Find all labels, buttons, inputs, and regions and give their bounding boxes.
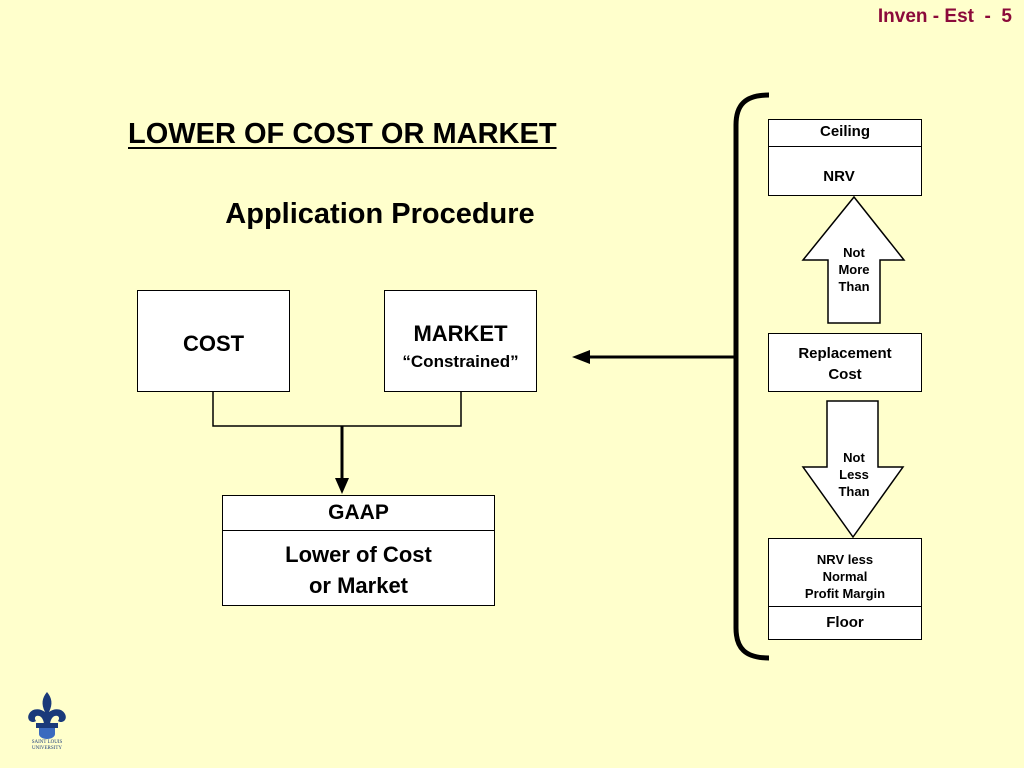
university-logo: SAINT LOUIS UNIVERSITY bbox=[24, 690, 70, 752]
fleur-de-lis-icon bbox=[28, 692, 66, 739]
ceiling-box: Ceiling NRV bbox=[768, 119, 922, 196]
slide-number: Inven - Est - 5 bbox=[877, 6, 1012, 27]
gaap-header: GAAP bbox=[223, 496, 494, 531]
replacement-line-2: Cost bbox=[828, 366, 862, 383]
floor-line-1: NRV less bbox=[816, 552, 874, 567]
gaap-line-2: or Market bbox=[308, 573, 409, 598]
not-less-than-line-3: Than bbox=[838, 484, 870, 499]
not-less-than-line-2: Less bbox=[839, 467, 869, 482]
market-box: MARKET “Constrained” bbox=[384, 290, 537, 392]
floor-footer: Floor bbox=[826, 614, 864, 631]
floor-box: NRV less Normal Profit Margin Floor bbox=[768, 538, 922, 640]
gaap-box: GAAP Lower of Cost or Market bbox=[222, 495, 495, 606]
ceiling-header: Ceiling bbox=[769, 120, 921, 147]
not-less-than-line-1: Not bbox=[843, 450, 865, 465]
market-label: MARKET bbox=[413, 321, 508, 346]
floor-body: NRV less Normal Profit Margin bbox=[769, 539, 921, 607]
replacement-line-1: Replacement bbox=[798, 345, 892, 362]
ceiling-body: NRV bbox=[823, 168, 855, 185]
slide-title: LOWER OF COST OR MARKET bbox=[128, 118, 557, 150]
gaap-body: Lower of Cost or Market bbox=[223, 531, 494, 601]
not-less-than-arrow bbox=[801, 400, 905, 539]
to-market-arrowhead bbox=[572, 350, 590, 364]
logo-text-line-1: SAINT LOUIS bbox=[31, 740, 63, 745]
to-gaap-arrowhead bbox=[335, 478, 349, 494]
not-less-than-label: Not Less Than bbox=[803, 449, 905, 500]
cost-label: COST bbox=[182, 331, 245, 356]
not-more-than-line-1: Not bbox=[843, 245, 865, 260]
replacement-cost-box: Replacement Cost bbox=[768, 333, 922, 392]
slide-subtitle: Application Procedure bbox=[225, 198, 535, 230]
gaap-line-1: Lower of Cost bbox=[285, 542, 432, 567]
not-more-than-label: Not More Than bbox=[803, 244, 905, 295]
logo-text-line-2: UNIVERSITY bbox=[32, 746, 62, 751]
market-constrained-label: “Constrained” bbox=[402, 352, 519, 371]
cost-box: COST bbox=[137, 290, 290, 392]
floor-line-2: Normal bbox=[822, 569, 868, 584]
not-more-than-arrow bbox=[801, 195, 906, 324]
not-more-than-line-3: Than bbox=[838, 279, 870, 294]
constraint-bracket bbox=[733, 92, 770, 661]
floor-line-3: Profit Margin bbox=[804, 586, 886, 601]
cost-market-connector bbox=[212, 392, 462, 427]
not-more-than-line-2: More bbox=[838, 262, 870, 277]
